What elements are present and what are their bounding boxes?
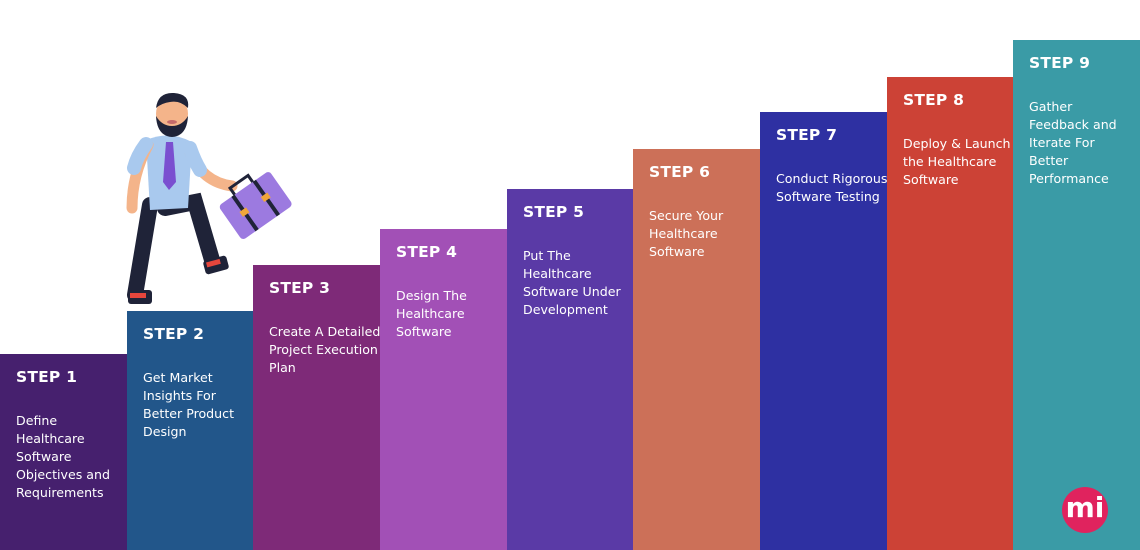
step-4-block: STEP 4 Design The Healthcare Software bbox=[380, 229, 507, 550]
step-4-title: STEP 4 bbox=[396, 243, 458, 261]
step-7-title: STEP 7 bbox=[776, 126, 838, 144]
step-3-title: STEP 3 bbox=[269, 279, 331, 297]
step-7-description: Conduct Rigorous Software Testing bbox=[776, 171, 888, 204]
step-1-description: Define Healthcare Software Objectives an… bbox=[16, 413, 110, 500]
step-9-description: Gather Feedback and Iterate For Better P… bbox=[1029, 99, 1117, 186]
businessman-climbing-stairs-icon bbox=[126, 92, 292, 304]
step-6-title: STEP 6 bbox=[649, 163, 711, 181]
step-5-description: Put The Healthcare Software Under Develo… bbox=[523, 248, 621, 317]
step-8-title: STEP 8 bbox=[903, 91, 965, 109]
step-3-description: Create A Detailed Project Execution Plan bbox=[269, 324, 381, 375]
step-6-description: Secure Your Healthcare Software bbox=[649, 208, 724, 259]
step-1-block: STEP 1 Define Healthcare Software Object… bbox=[0, 354, 127, 550]
brand-logo: mi bbox=[1062, 487, 1108, 533]
step-2-block: STEP 2 Get Market Insights For Better Pr… bbox=[127, 311, 253, 550]
step-9-block: STEP 9 Gather Feedback and Iterate For B… bbox=[1013, 40, 1140, 550]
step-4-description: Design The Healthcare Software bbox=[396, 288, 467, 339]
step-2-title: STEP 2 bbox=[143, 325, 205, 343]
step-5-block: STEP 5 Put The Healthcare Software Under… bbox=[507, 189, 633, 550]
step-8-block: STEP 8 Deploy & Launch the Healthcare So… bbox=[887, 77, 1013, 550]
step-2-description: Get Market Insights For Better Product D… bbox=[143, 370, 235, 439]
step-3-block: STEP 3 Create A Detailed Project Executi… bbox=[253, 265, 380, 550]
logo-text: mi bbox=[1065, 491, 1105, 524]
step-7-block: STEP 7 Conduct Rigorous Software Testing bbox=[760, 112, 887, 550]
step-8-description: Deploy & Launch the Healthcare Software bbox=[903, 136, 1011, 187]
step-9-title: STEP 9 bbox=[1029, 54, 1091, 72]
step-6-block: STEP 6 Secure Your Healthcare Software bbox=[633, 149, 760, 550]
step-5-title: STEP 5 bbox=[523, 203, 585, 221]
step-1-title: STEP 1 bbox=[16, 368, 78, 386]
